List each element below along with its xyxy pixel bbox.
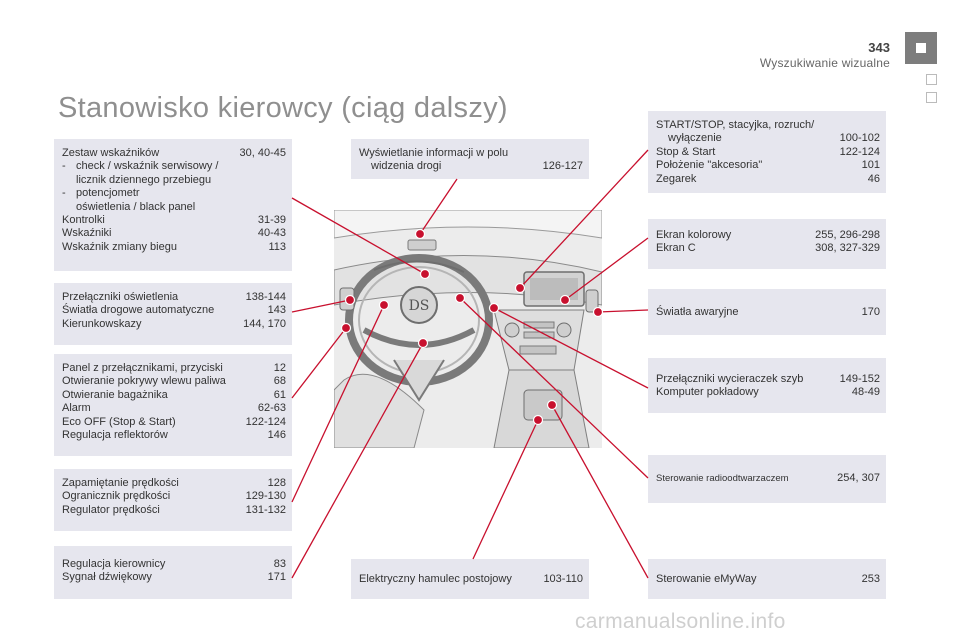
dashboard-illustration: DS (334, 210, 602, 448)
entry-row: -check / wskaźnik serwisowy / (62, 160, 219, 173)
page-number: 343 (868, 40, 890, 55)
entry-row: START/STOP, stacyjka, rozruch/ (656, 119, 815, 131)
svg-text:DS: DS (409, 298, 430, 314)
page-title: Stanowisko kierowcy (ciąg dalszy) (58, 92, 508, 124)
section-tab (905, 32, 937, 64)
entry-row: licznik dziennego przebiegu (76, 173, 212, 186)
index-square-icon (926, 74, 937, 85)
section-name: Wyszukiwanie wizualne (759, 56, 890, 70)
watermark: carmanualsonline.info (575, 610, 786, 633)
entry-row: Eco OFF (Stop & Start)122-124 (62, 415, 286, 428)
dashboard-drawing: DS (334, 210, 602, 448)
entry-row: Położenie "akcesoria"101 (656, 159, 880, 172)
entry-row: Wyświetlanie informacji w polu (359, 147, 509, 159)
box-start-stop: START/STOP, stacyjka, rozruch/ wyłączeni… (648, 111, 886, 193)
box-hud: Wyświetlanie informacji w polu widzenia … (351, 139, 589, 179)
index-square-icon (926, 92, 937, 103)
entry-row: oświetlenia / black panel (76, 200, 196, 213)
tab-square-icon (916, 43, 926, 53)
entry-row: -potencjometr (62, 187, 140, 200)
